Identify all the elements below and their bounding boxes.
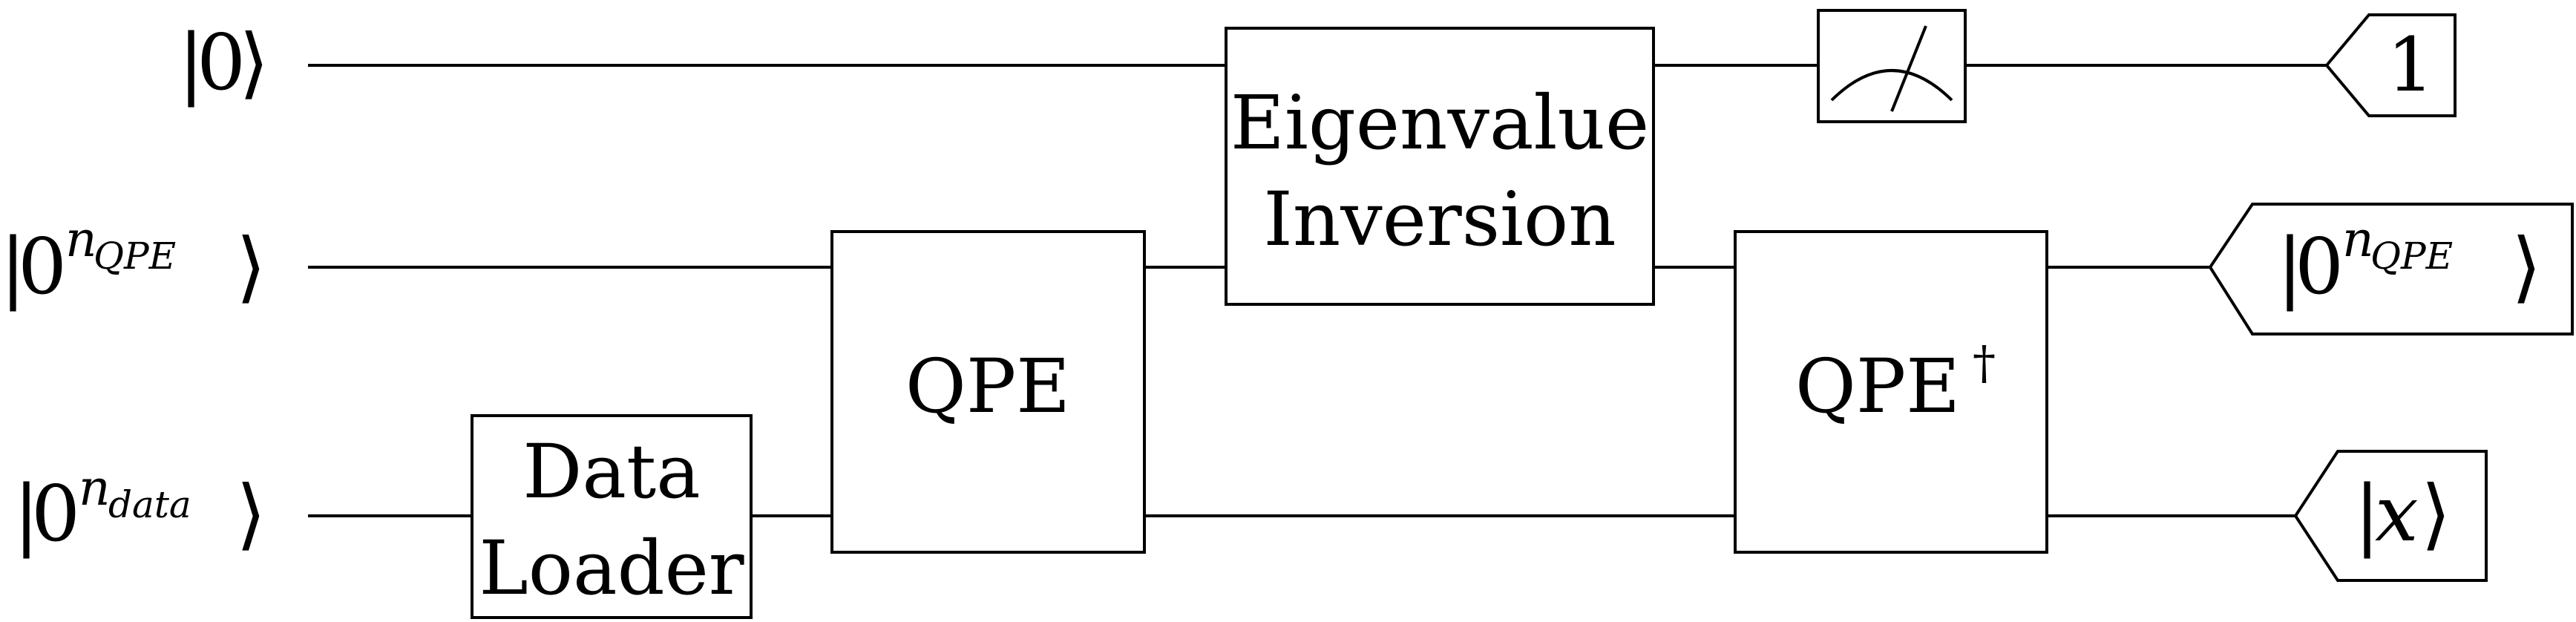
input-ket-base: 0 xyxy=(31,468,80,559)
output-superscript: n xyxy=(2342,211,2374,268)
data-loader-gate: Data Loader xyxy=(471,414,753,619)
output-subscript: QPE xyxy=(2370,235,2453,278)
wires xyxy=(308,64,2327,517)
output-value: x xyxy=(2375,468,2419,559)
output-tag-q0: 1 xyxy=(2324,13,2457,117)
svg-text:⟩: ⟩ xyxy=(239,17,269,108)
svg-text:|: | xyxy=(2354,468,2380,559)
output-tag-q2: | x ⟩ xyxy=(2293,450,2488,582)
input-label-q0: | 0 ⟩ xyxy=(178,17,269,108)
gate-label: QPE xyxy=(1795,343,1960,430)
measurement-gate xyxy=(1817,9,1967,123)
gate-label-line2: Inversion xyxy=(1263,176,1616,263)
input-label-q1: | 0 n QPE ⟩ xyxy=(0,211,266,312)
input-superscript: n xyxy=(79,459,111,517)
svg-text:⟩: ⟩ xyxy=(2421,468,2451,559)
svg-text:|: | xyxy=(178,17,204,108)
qpe-dagger-gate: QPE † xyxy=(1734,230,2048,554)
input-subscript: QPE xyxy=(94,235,176,278)
measurement-meter-icon xyxy=(1830,69,1953,102)
input-ket-base: 0 xyxy=(18,221,67,312)
gate-label-line2: Loader xyxy=(479,525,744,612)
svg-text:|: | xyxy=(2277,221,2303,312)
output-value: 1 xyxy=(2387,22,2434,108)
svg-text:⟩: ⟩ xyxy=(236,468,266,559)
qpe-gate: QPE xyxy=(830,230,1146,554)
input-superscript: n xyxy=(65,211,97,268)
eigenvalue-inversion-gate: Eigenvalue Inversion xyxy=(1225,27,1655,306)
gate-label-line1: Data xyxy=(522,428,701,515)
measurement-needle xyxy=(1890,25,1927,112)
output-ket-base: 0 xyxy=(2295,221,2344,312)
svg-text:⟩: ⟩ xyxy=(2511,221,2542,312)
input-ket-base: 0 xyxy=(197,17,246,108)
output-tag-q1: | 0 n QPE ⟩ xyxy=(2208,203,2574,335)
input-subscript: data xyxy=(108,483,191,526)
input-label-q2: | 0 n data ⟩ xyxy=(13,459,266,559)
svg-text:⟩: ⟩ xyxy=(236,221,266,312)
gate-label: QPE xyxy=(905,343,1070,430)
gate-label-line1: Eigenvalue xyxy=(1230,79,1649,166)
svg-text:|: | xyxy=(0,221,26,312)
svg-text:|: | xyxy=(13,468,39,559)
dagger-superscript: † xyxy=(1973,335,1996,390)
